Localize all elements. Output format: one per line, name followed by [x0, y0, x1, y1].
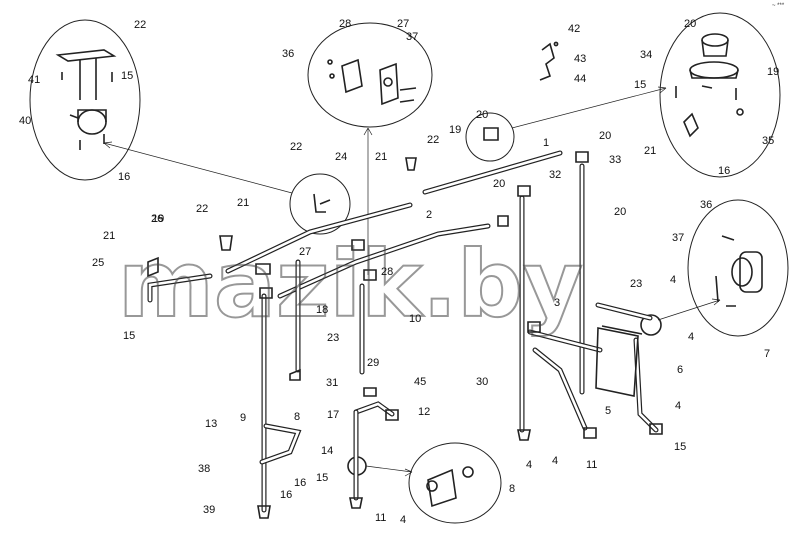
part-number-label: 27: [299, 246, 311, 258]
detail-bearing: [659, 12, 781, 178]
part-number-label: 19: [152, 213, 164, 225]
part-number-label: 45: [414, 376, 426, 388]
part-number-label: 2: [426, 209, 432, 221]
part-number-label: 18: [316, 304, 328, 316]
part-number-label: 22: [196, 203, 208, 215]
part-number-label: 7: [764, 348, 770, 360]
part-number-label: 41: [28, 74, 40, 86]
rods: [147, 150, 659, 513]
part-number-label: 22: [427, 134, 439, 146]
part-number-label: 4: [526, 459, 532, 471]
part-number-label: 20: [614, 206, 626, 218]
detail-spring-clip: [539, 41, 559, 81]
part-number-label: 27: [397, 18, 409, 30]
part-number-label: 10: [409, 313, 421, 325]
part-number-label: 29: [367, 357, 379, 369]
part-number-label: 20: [684, 18, 696, 30]
part-number-label: 36: [282, 48, 294, 60]
part-number-label: 28: [381, 266, 393, 278]
part-number-label: 19: [449, 124, 461, 136]
part-number-label: 42: [568, 23, 580, 35]
part-number-label: 19: [767, 66, 779, 78]
part-number-label: 21: [237, 197, 249, 209]
part-number-label: 22: [290, 141, 302, 153]
leader-arrows: [103, 86, 721, 477]
part-number-label: 11: [586, 459, 597, 471]
part-number-label: 30: [476, 376, 488, 388]
part-number-label: 16: [718, 165, 730, 177]
part-number-label: 25: [92, 257, 104, 269]
part-number-label: 40: [19, 115, 31, 127]
part-number-label: 26: [151, 213, 163, 225]
part-number-label: 13: [205, 418, 217, 430]
part-number-label: 9: [240, 412, 246, 424]
part-number-label: 39: [203, 504, 215, 516]
part-number-label: 11: [375, 512, 386, 524]
detail-clips: [307, 22, 433, 128]
part-number-label: 12: [418, 406, 430, 418]
part-number-label: 38: [198, 463, 210, 475]
part-number-label: 4: [552, 455, 558, 467]
part-number-label: 35: [762, 135, 774, 147]
fittings: [147, 151, 663, 519]
part-number-label: 16: [118, 171, 130, 183]
part-number-label: 20: [493, 178, 505, 190]
part-number-label: 15: [634, 79, 646, 91]
part-number-label: 21: [375, 151, 387, 163]
part-number-label: 5: [605, 405, 611, 417]
part-number-label: 21: [103, 230, 115, 242]
part-number-label: 28: [339, 18, 351, 30]
panel-plate: [595, 325, 643, 397]
part-number-label: 43: [574, 53, 586, 65]
part-number-label: 8: [294, 411, 300, 423]
part-number-label: 20: [476, 109, 488, 121]
part-number-label: 24: [335, 151, 347, 163]
part-number-label: 31: [326, 377, 338, 389]
part-number-label: 15: [316, 472, 328, 484]
part-number-label: 33: [609, 154, 621, 166]
part-number-label: 4: [688, 331, 694, 343]
part-number-label: 37: [672, 232, 684, 244]
watermark: mazik.by: [118, 231, 583, 338]
part-number-label: 36: [700, 199, 712, 211]
part-number-label: 21: [644, 145, 656, 157]
connection-bubbles: [289, 112, 662, 476]
part-number-label: 4: [400, 514, 406, 526]
detail-bottom-bracket: [408, 442, 502, 524]
detail-pillar-bracket: [29, 19, 141, 181]
part-number-label: 15: [121, 70, 133, 82]
part-number-label: 17: [327, 409, 339, 421]
part-number-label: 14: [321, 445, 333, 457]
part-number-label: 4: [675, 400, 681, 412]
part-number-label: 15: [674, 441, 686, 453]
part-number-label: 23: [630, 278, 642, 290]
part-number-label: 22: [134, 19, 146, 31]
part-number-label: 44: [574, 73, 586, 85]
part-number-label: 8: [509, 483, 515, 495]
part-number-label: 16: [280, 489, 292, 501]
part-number-label: 15: [123, 330, 135, 342]
part-number-label: 37: [406, 31, 418, 43]
corner-mark: ~ ***: [772, 3, 785, 9]
part-number-label: 20: [599, 130, 611, 142]
part-number-label: 1: [543, 137, 549, 149]
part-number-label: 32: [549, 169, 561, 181]
part-number-label: 16: [294, 477, 306, 489]
part-number-label: 4: [670, 274, 676, 286]
part-number-label: 6: [677, 364, 683, 376]
part-number-label: 23: [327, 332, 339, 344]
detail-hinge: [687, 199, 789, 337]
part-number-label: 34: [640, 49, 652, 61]
part-number-label: 3: [554, 297, 560, 309]
